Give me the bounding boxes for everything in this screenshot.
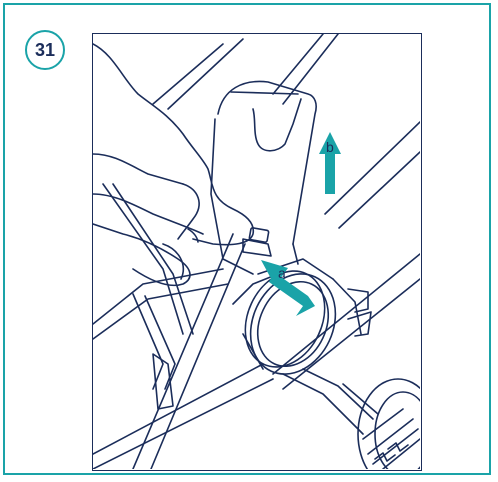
stroller-frame-icon — [93, 34, 420, 469]
arrow-a-label: a — [278, 265, 286, 281]
step-number: 31 — [35, 40, 55, 61]
hand-icon — [93, 44, 253, 285]
instruction-illustration: b a — [92, 33, 422, 471]
page-frame: 31 — [3, 3, 491, 475]
illustration-svg: b a — [93, 34, 420, 469]
step-number-badge: 31 — [25, 30, 65, 70]
arrow-b-label: b — [326, 139, 334, 155]
adapter-connector-icon — [230, 228, 371, 389]
wheel-icon — [358, 379, 420, 469]
arrow-up-icon: b — [319, 132, 341, 194]
